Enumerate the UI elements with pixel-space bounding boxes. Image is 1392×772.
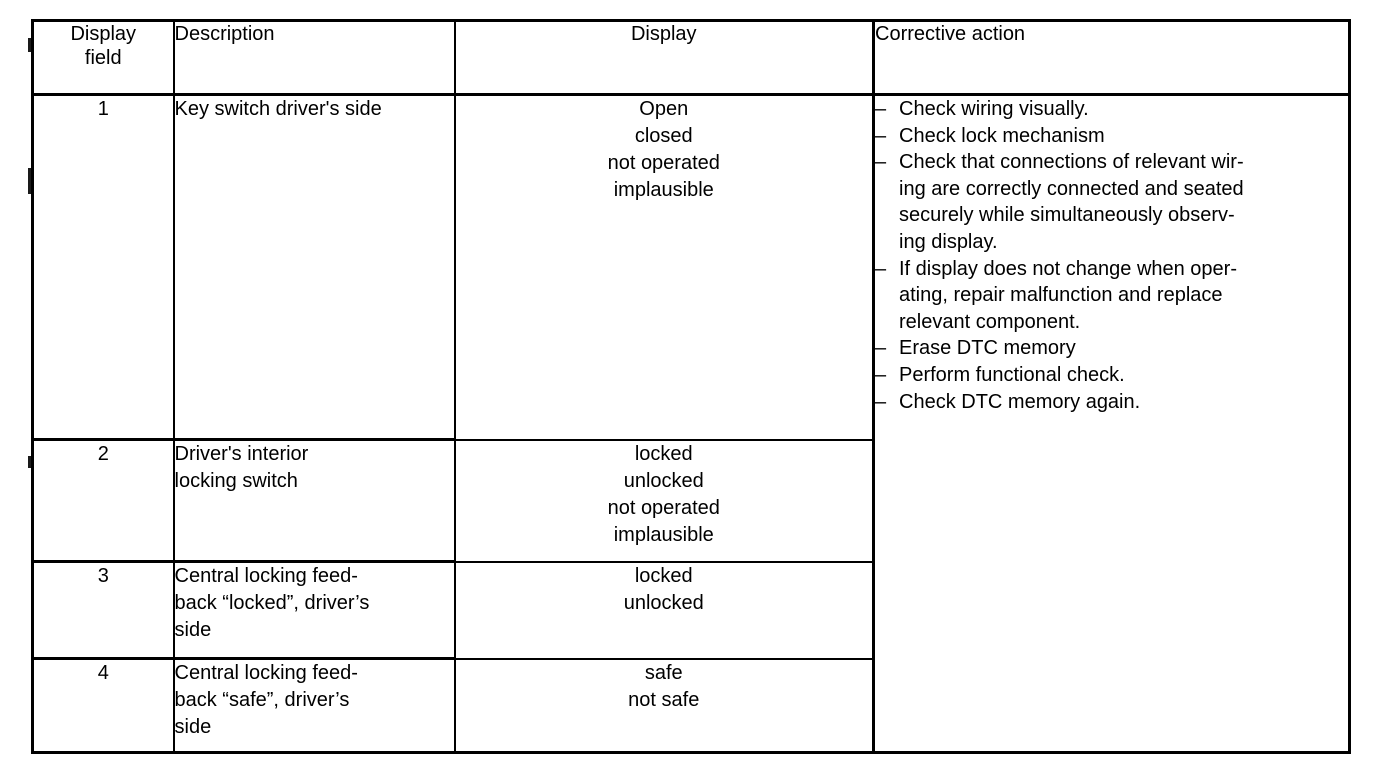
corrective-action-item: – Check DTC memory again. xyxy=(875,389,1348,416)
cell-display-field: 2 xyxy=(31,439,175,563)
corrective-action-item: – Check that connections of relevant wir… xyxy=(875,149,1348,255)
bullet-dash-icon: – xyxy=(875,390,887,413)
corrective-action-line: relevant component. xyxy=(899,310,1081,333)
description-line: Key switch driver's side xyxy=(174,98,382,120)
bullet-dash-icon: – xyxy=(875,151,887,174)
corrective-action-item: – Erase DTC memory xyxy=(875,335,1348,362)
display-value: unlocked xyxy=(623,591,704,614)
bullet-dash-icon: – xyxy=(875,98,887,120)
cell-corrective-action: – Check wiring visually. – Check lock me… xyxy=(873,94,1351,754)
corrective-action-item: – If display does not change when oper- … xyxy=(875,256,1348,336)
cell-display-values: safe not safe xyxy=(454,658,875,754)
description-line: locking switch xyxy=(174,470,298,492)
corrective-action-line: Check wiring visually. xyxy=(899,98,1089,120)
column-header-display-label: Display xyxy=(630,23,697,45)
display-value: unlocked xyxy=(623,469,704,492)
column-header-description: Description xyxy=(173,19,456,96)
corrective-action-line: Erase DTC memory xyxy=(899,337,1076,360)
diagnostic-table: Display field Description Display Correc… xyxy=(31,19,1351,754)
display-value: locked xyxy=(634,564,693,587)
corrective-action-line: ating, repair malfunction and replace xyxy=(899,284,1223,307)
corrective-action-line: securely while simultaneously observ- xyxy=(899,204,1235,227)
corrective-action-line: If display does not change when oper- xyxy=(899,257,1237,280)
corrective-action-line: Check DTC memory again. xyxy=(899,390,1141,413)
column-header-display: Display xyxy=(454,19,875,96)
column-header-display-field-line1: Display xyxy=(70,23,137,45)
display-value: implausible xyxy=(613,523,714,546)
corrective-action-item: – Check wiring visually. xyxy=(875,96,1348,123)
corrective-action-line: Perform functional check. xyxy=(899,363,1125,386)
display-value: not operated xyxy=(607,496,720,519)
cell-description: Central locking feed- back “locked”, dri… xyxy=(173,561,456,660)
column-header-corrective-action: Corrective action xyxy=(873,19,1351,96)
display-value: not safe xyxy=(628,688,700,711)
cell-display-field: 3 xyxy=(31,561,175,660)
table-header-row: Display field Description Display Correc… xyxy=(31,19,1351,96)
column-header-display-field: Display field xyxy=(31,19,175,96)
corrective-action-list: – Check wiring visually. – Check lock me… xyxy=(875,96,1348,415)
table-row: 3 Central locking feed- back “locked”, d… xyxy=(31,561,1350,660)
display-value: Open xyxy=(639,98,689,120)
display-value: safe xyxy=(644,661,683,684)
description-line: side xyxy=(174,619,212,641)
bullet-dash-icon: – xyxy=(875,257,887,280)
description-line: back “safe”, driver’s xyxy=(174,689,350,711)
cell-description: Driver's interior locking switch xyxy=(173,439,456,563)
cell-display-values: locked unlocked xyxy=(454,561,875,660)
display-value: locked xyxy=(634,442,693,465)
corrective-action-line: Check lock mechanism xyxy=(899,124,1105,147)
column-header-display-field-line2: field xyxy=(84,47,122,69)
corrective-action-item: – Check lock mechanism xyxy=(875,123,1348,150)
corrective-action-line: ing are correctly connected and seated xyxy=(899,177,1244,200)
display-value: closed xyxy=(634,125,693,147)
table-row: 1 Key switch driver's side Open closed n… xyxy=(31,94,1351,754)
cell-description: Key switch driver's side xyxy=(173,94,456,441)
bullet-dash-icon: – xyxy=(875,124,887,147)
cell-display-field: 1 xyxy=(31,94,175,441)
display-value: implausible xyxy=(613,179,714,201)
table-body: 1 Key switch driver's side Open closed n… xyxy=(31,94,1351,754)
description-line: back “locked”, driver’s xyxy=(174,592,370,614)
description-line: Central locking feed- xyxy=(174,565,358,587)
cell-display-values: locked unlocked not operated implausible xyxy=(454,439,875,563)
scan-artifact-tick xyxy=(28,168,31,194)
table-row: 2 Driver's interior locking switch locke… xyxy=(31,439,1350,563)
description-line: side xyxy=(174,716,212,738)
bullet-dash-icon: – xyxy=(875,363,887,386)
cell-description: Central locking feed- back “safe”, drive… xyxy=(173,658,456,754)
cell-display-field: 4 xyxy=(31,658,175,754)
corrective-action-line: Check that connections of relevant wir- xyxy=(899,151,1244,174)
display-value: not operated xyxy=(607,152,720,174)
scan-artifact-tick xyxy=(28,38,31,52)
column-header-description-label: Description xyxy=(174,23,275,45)
table-header: Display field Description Display Correc… xyxy=(31,19,1351,96)
table-row: 4 Central locking feed- back “safe”, dri… xyxy=(31,658,1350,754)
corrective-action-item: – Perform functional check. xyxy=(875,362,1348,389)
scan-artifact-tick xyxy=(28,456,31,468)
description-line: Central locking feed- xyxy=(174,662,358,684)
diagnostic-table-container: Display field Description Display Correc… xyxy=(31,19,1351,754)
description-line: Driver's interior xyxy=(174,443,309,465)
cell-display-values: Open closed not operated implausible xyxy=(454,94,875,441)
column-header-corrective-action-label: Corrective action xyxy=(875,23,1026,45)
bullet-dash-icon: – xyxy=(875,337,887,360)
corrective-action-line: ing display. xyxy=(899,230,998,253)
